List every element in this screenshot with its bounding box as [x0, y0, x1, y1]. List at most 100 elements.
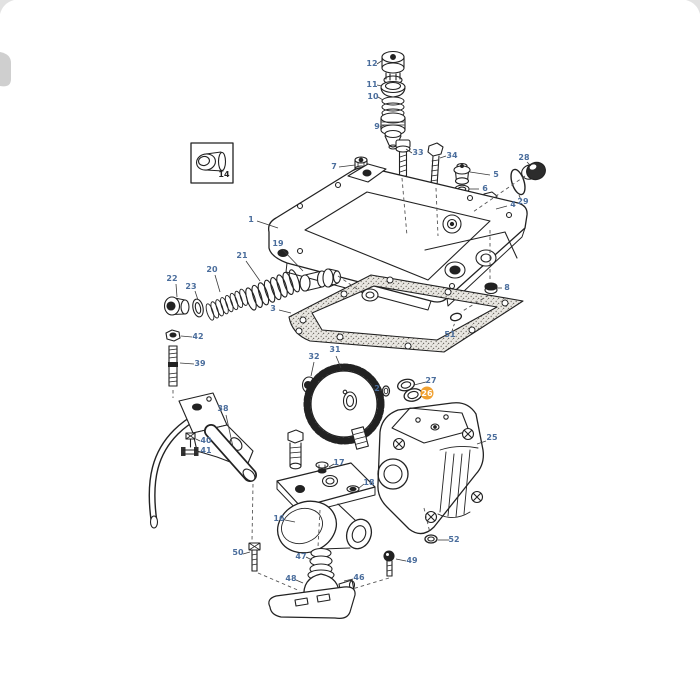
part-plug-18 [346, 485, 360, 493]
part-label-49[interactable]: 49 [406, 556, 418, 565]
part-label-22[interactable]: 22 [166, 274, 177, 283]
part-label-40[interactable]: 40 [200, 436, 212, 445]
construction-line [423, 507, 431, 534]
part-bushing-14-box [190, 142, 234, 184]
part-cap-12 [381, 50, 405, 85]
part-label-9[interactable]: 9 [374, 122, 380, 131]
leader-line [469, 171, 491, 176]
leader-line [376, 59, 384, 65]
part-top-cover-1 [268, 163, 528, 311]
part-plug-5 [453, 162, 471, 185]
part-label-34[interactable]: 34 [446, 151, 458, 160]
part-nut-42 [165, 329, 181, 342]
pump-screws [392, 427, 484, 524]
leader-line-dashed [451, 321, 456, 332]
part-bolt-33 [395, 139, 411, 177]
part-label-28[interactable]: 28 [518, 153, 530, 162]
leader-line [245, 260, 261, 282]
part-label-16[interactable]: 16 [273, 514, 285, 523]
part-washer-27 [396, 378, 416, 392]
part-label-17[interactable]: 17 [333, 458, 344, 467]
part-label-41[interactable]: 41 [200, 446, 212, 455]
part-cup-11 [380, 80, 406, 98]
leader-line [214, 274, 221, 293]
part-label-8[interactable]: 8 [504, 283, 510, 292]
part-gear-31 [303, 363, 385, 450]
part-label-42[interactable]: 42 [192, 332, 203, 341]
part-label-38[interactable]: 38 [217, 404, 229, 413]
leader-lines-layer [175, 59, 532, 584]
construction-line [472, 175, 526, 213]
part-spring-10 [381, 96, 405, 118]
part-label-31[interactable]: 31 [329, 345, 341, 354]
part-label-7[interactable]: 7 [331, 162, 337, 171]
part-label-39[interactable]: 39 [194, 359, 206, 368]
part-plug-17 [315, 461, 329, 474]
leader-line [225, 414, 234, 448]
construction-line [257, 572, 301, 592]
part-label-50[interactable]: 50 [232, 548, 244, 557]
part-stud-39 [168, 345, 178, 387]
leader-line [358, 483, 365, 489]
part-label-52[interactable]: 52 [448, 535, 459, 544]
part-spring-21 [245, 269, 301, 311]
leader-line [518, 194, 522, 201]
part-label-20[interactable]: 20 [206, 265, 218, 274]
part-oring-29 [510, 168, 526, 196]
part-label-47[interactable]: 47 [295, 552, 306, 561]
part-label-29[interactable]: 29 [517, 197, 529, 206]
leader-line [256, 220, 279, 229]
part-label-10[interactable]: 10 [367, 92, 379, 101]
leader-line [179, 362, 195, 365]
highlighted-part-badge[interactable] [420, 386, 434, 400]
leader-line [439, 155, 447, 159]
part-label-27[interactable]: 27 [425, 376, 436, 385]
part-washer-26 [403, 388, 423, 402]
leader-line [175, 283, 178, 298]
part-label-51[interactable]: 51 [444, 330, 456, 339]
leader-line [310, 361, 315, 377]
part-label-21[interactable]: 21 [236, 251, 248, 260]
leader-line [295, 579, 304, 584]
leader-line [180, 335, 193, 338]
part-label-18[interactable]: 18 [363, 478, 375, 487]
part-label-26[interactable]: 26 [421, 389, 433, 398]
part-dome-46-48 [268, 569, 356, 619]
part-label-25[interactable]: 25 [486, 433, 498, 442]
part-label-6[interactable]: 6 [482, 184, 488, 193]
part-label-46[interactable]: 46 [353, 573, 365, 582]
leader-line [195, 438, 201, 442]
leader-line [328, 463, 335, 468]
part-label-12[interactable]: 12 [366, 59, 377, 68]
part-label-4[interactable]: 4 [510, 200, 516, 209]
part-cap-28 [521, 161, 546, 181]
part-label-19[interactable]: 19 [272, 239, 284, 248]
part-sleeve-38 [204, 424, 257, 482]
leader-line [526, 161, 532, 167]
leader-line [242, 551, 251, 555]
part-capnut-22 [163, 296, 190, 316]
part-label-32[interactable]: 32 [308, 352, 319, 361]
leader-line [284, 519, 296, 523]
part-oring-2 [381, 385, 391, 397]
part-label-14[interactable]: 14 [218, 170, 230, 179]
leader-line [379, 124, 386, 128]
part-label-11[interactable]: 11 [366, 80, 378, 89]
part-gasket-3 [288, 274, 524, 353]
part-plug-19 [299, 268, 342, 292]
leader-line [377, 96, 384, 101]
construction-line [460, 294, 490, 313]
part-label-2[interactable]: 2 [374, 384, 380, 393]
part-label-3[interactable]: 3 [270, 304, 276, 313]
part-label-23[interactable]: 23 [185, 282, 196, 291]
part-oring-52 [424, 534, 438, 544]
leader-line [343, 578, 354, 582]
part-label-33[interactable]: 33 [412, 148, 423, 157]
part-label-5[interactable]: 5 [493, 170, 499, 179]
part-label-48[interactable]: 48 [285, 574, 297, 583]
construction-line [251, 483, 254, 542]
part-label-1[interactable]: 1 [248, 215, 254, 224]
part-bolt-34 [427, 142, 444, 187]
